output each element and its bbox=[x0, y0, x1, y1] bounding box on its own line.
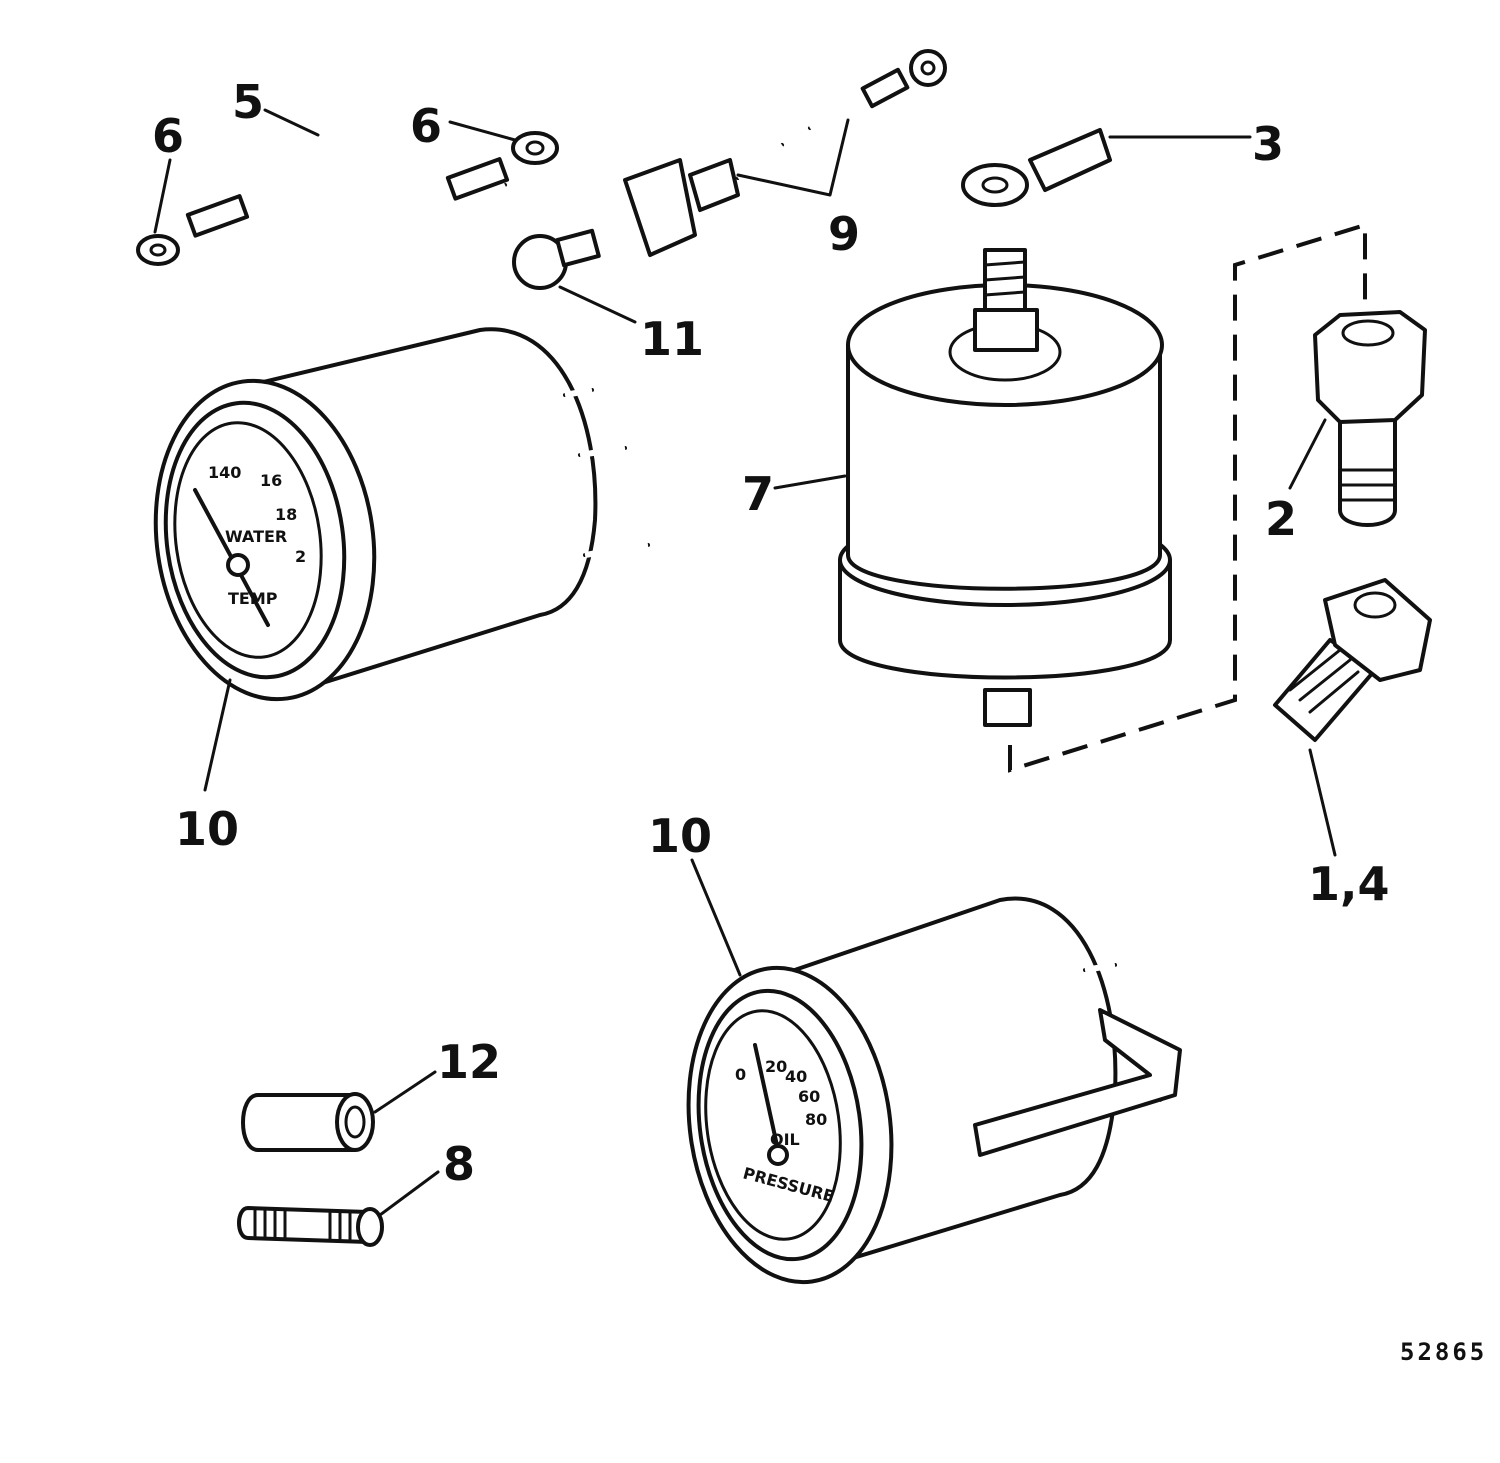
callout-6-right: 6 bbox=[410, 99, 442, 153]
temp-mark-200: 2 bbox=[295, 547, 306, 566]
jumper-wire-part-5 bbox=[198, 160, 507, 260]
callout-5: 5 bbox=[232, 75, 264, 129]
temp-dial-word-temp: TEMP bbox=[228, 589, 278, 608]
callout-10-bottom: 10 bbox=[648, 809, 712, 863]
pressure-dial-word-oil: OIL bbox=[770, 1130, 800, 1149]
ring-terminal-part-3 bbox=[961, 128, 1112, 207]
assembly-dashed-line bbox=[1008, 222, 1367, 773]
sender-unit-part-7 bbox=[838, 248, 1172, 727]
callout-3: 3 bbox=[1252, 117, 1284, 171]
pressure-mark-80: 80 bbox=[805, 1110, 827, 1129]
callout-7: 7 bbox=[742, 467, 774, 521]
temp-mark-140: 140 bbox=[208, 463, 241, 482]
figure-number: 52865 bbox=[1400, 1338, 1487, 1366]
coupling-part-12 bbox=[241, 1092, 375, 1152]
pressure-mark-60: 60 bbox=[798, 1087, 820, 1106]
temp-mark-180: 18 bbox=[275, 505, 297, 524]
leader-lines bbox=[153, 108, 1337, 1217]
ring-terminal-part-6-left bbox=[136, 194, 250, 266]
callout-12: 12 bbox=[437, 1035, 501, 1089]
callout-1-4: 1,4 bbox=[1308, 857, 1390, 911]
ring-terminal-part-6-right bbox=[445, 131, 559, 201]
callout-6-left: 6 bbox=[152, 109, 184, 163]
elbow-fitting-part-1-4 bbox=[1273, 578, 1432, 742]
callout-2: 2 bbox=[1265, 492, 1297, 546]
callout-11: 11 bbox=[640, 312, 704, 366]
water-temp-gauge-part-10 bbox=[153, 327, 650, 702]
callout-10-top: 10 bbox=[175, 802, 239, 856]
pressure-mark-20: 20 bbox=[765, 1057, 787, 1076]
adapter-fitting-part-2 bbox=[1313, 310, 1427, 527]
bulb-part-11 bbox=[512, 228, 601, 290]
pressure-mark-0: 0 bbox=[735, 1065, 746, 1084]
oil-pressure-gauge-part-10 bbox=[686, 896, 1182, 1285]
temp-mark-160: 16 bbox=[260, 471, 282, 490]
pressure-mark-40: 40 bbox=[785, 1067, 807, 1086]
callout-8: 8 bbox=[443, 1137, 475, 1191]
lamp-socket-part-9 bbox=[623, 49, 947, 257]
pipe-nipple-part-8 bbox=[237, 1206, 384, 1247]
callout-9: 9 bbox=[828, 207, 860, 261]
temp-dial-word-water: WATER bbox=[225, 527, 287, 546]
